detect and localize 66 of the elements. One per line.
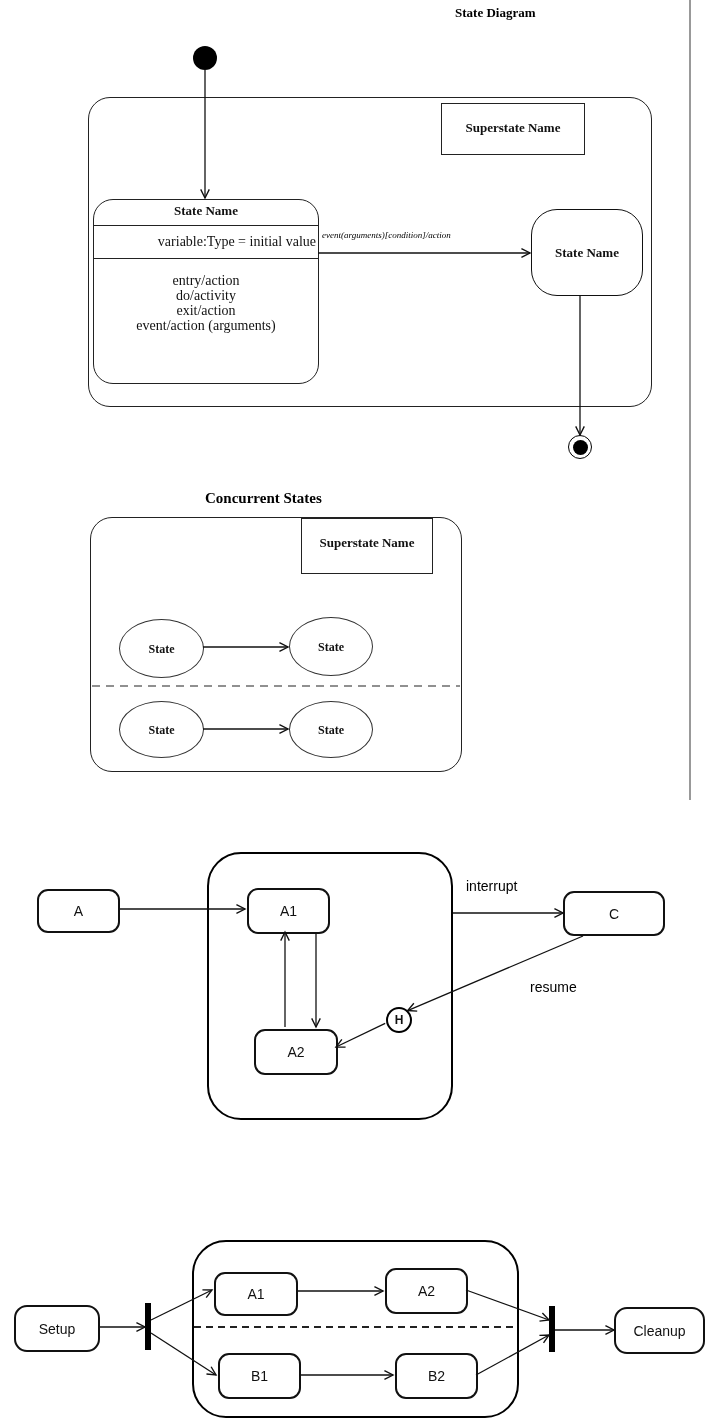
internal-activity: event/action (arguments) xyxy=(136,318,276,333)
transition-arrow xyxy=(99,1322,146,1332)
superstate-box xyxy=(90,517,462,772)
transition-arrow xyxy=(295,1286,384,1296)
transition-arrow xyxy=(554,1325,615,1335)
state-box xyxy=(247,888,330,934)
transition-arrow xyxy=(311,931,321,1028)
state-name: B1 xyxy=(250,1369,269,1383)
state-box xyxy=(563,891,665,936)
state-name: A1 xyxy=(279,904,298,918)
composite-state-box xyxy=(207,852,453,1120)
state-name: Setup xyxy=(38,1321,76,1336)
history-marker xyxy=(386,1007,412,1033)
transition-arrow xyxy=(452,908,564,918)
state-box xyxy=(37,889,120,933)
section-heading: Concurrent States xyxy=(205,490,322,507)
transition-arrow xyxy=(202,642,289,652)
edge-label: event(arguments)[condition]/action xyxy=(322,231,451,241)
state-box xyxy=(385,1268,468,1314)
state-name: State Name xyxy=(174,203,238,220)
state-box xyxy=(531,209,643,296)
superstate-name: Superstate Name xyxy=(441,103,585,155)
edge-label: interrupt xyxy=(466,879,518,895)
transition-arrow xyxy=(150,1289,213,1321)
state-variable: variable:Type = initial value xyxy=(94,225,318,259)
state-name: State xyxy=(318,640,344,653)
synchronization-bar xyxy=(549,1306,555,1352)
state-name: B2 xyxy=(427,1369,446,1383)
state-box xyxy=(254,1029,338,1075)
transition-arrow xyxy=(335,1022,386,1048)
transition-arrow xyxy=(317,248,531,258)
state-name: State xyxy=(148,723,175,736)
state-box xyxy=(214,1272,298,1316)
transition-arrow xyxy=(280,931,290,1028)
superstate-name: Superstate Name xyxy=(301,518,433,574)
diagram-title: State Diagram xyxy=(455,5,536,21)
state-box xyxy=(614,1307,705,1354)
history-label: H xyxy=(394,1014,404,1026)
internal-activity: entry/action xyxy=(172,273,240,288)
state-name: C xyxy=(608,906,620,921)
state-name: Cleanup xyxy=(633,1323,686,1338)
transition-arrow xyxy=(202,724,289,734)
internal-activity: do/activity xyxy=(176,288,236,303)
transition-arrow xyxy=(150,1332,217,1376)
state-box xyxy=(93,199,319,384)
state-name: State xyxy=(148,642,175,655)
composite-state-box xyxy=(192,1240,519,1418)
state-name: State xyxy=(318,723,344,736)
transition-arrow xyxy=(465,1289,550,1322)
state-name: A2 xyxy=(417,1284,436,1298)
transition-arrow xyxy=(119,904,246,914)
state-box xyxy=(218,1353,301,1399)
transition-arrow xyxy=(475,1334,550,1376)
state-box xyxy=(395,1353,478,1399)
state-name: A1 xyxy=(247,1287,265,1301)
transition-arrow xyxy=(200,69,210,199)
state-name: A xyxy=(73,904,84,918)
state-name: State Name xyxy=(555,246,619,259)
state-name: A2 xyxy=(287,1045,305,1059)
internal-activity: exit/action xyxy=(176,303,236,318)
transition-arrow xyxy=(406,935,584,1012)
transition-arrow xyxy=(298,1370,394,1380)
transition-arrow xyxy=(575,294,585,436)
initial-state-dot xyxy=(193,46,217,70)
synchronization-bar xyxy=(145,1303,151,1350)
state-box xyxy=(14,1305,100,1352)
